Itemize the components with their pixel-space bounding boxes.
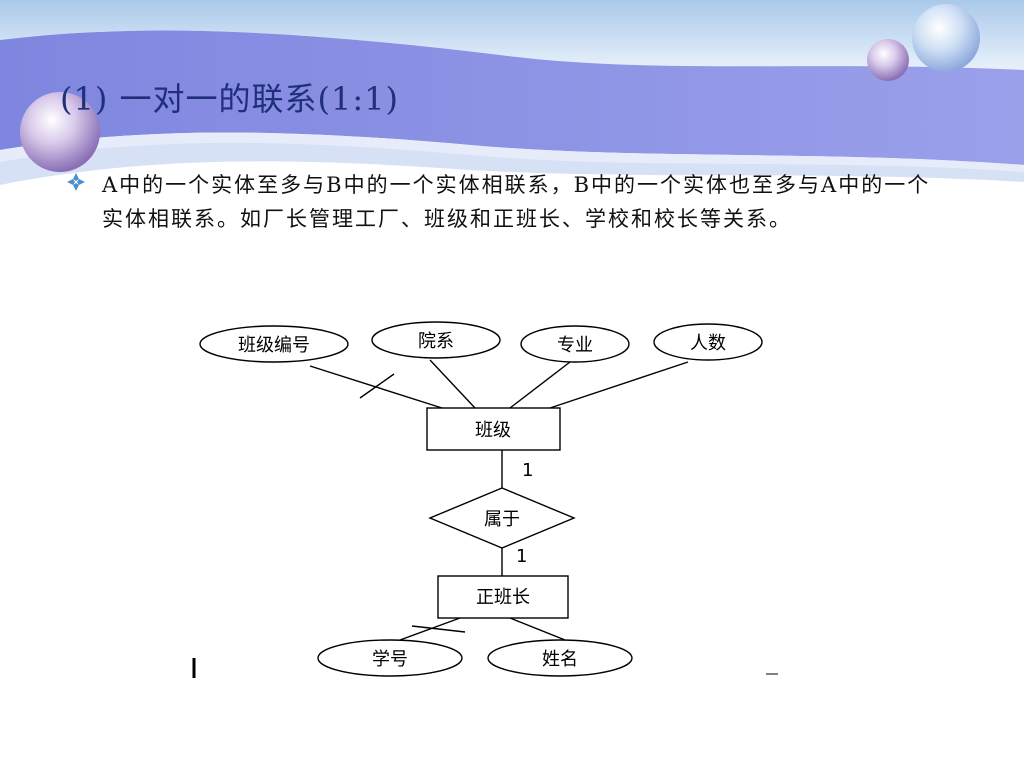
entity-label: 班级 (475, 420, 511, 441)
relationship-label: 属于 (484, 509, 520, 530)
slide-title: (1) 一对一的联系(1:1) (60, 80, 399, 118)
connector-line (509, 617, 566, 641)
cardinality-label: 1 (522, 460, 533, 481)
entity-banji: 班级 (426, 407, 561, 451)
connector-line (429, 359, 476, 409)
diamond-bullet-icon (67, 173, 85, 191)
bullet-text: A中的一个实体至多与B中的一个实体相联系，B中的一个实体也至多与A中的一个实体相… (102, 173, 931, 231)
header-banner (0, 0, 1024, 185)
cardinality-label: 1 (516, 546, 527, 567)
key-mark (359, 373, 395, 399)
attribute-label: 姓名 (542, 649, 578, 670)
attribute-xuehao: 学号 (317, 639, 463, 677)
attribute-label: 院系 (418, 331, 454, 352)
attribute-xingming: 姓名 (487, 639, 633, 677)
attribute-label: 班级编号 (238, 335, 310, 356)
attribute-label: 学号 (372, 649, 408, 670)
attribute-yuanxi: 院系 (371, 321, 501, 359)
orb-decoration (20, 92, 100, 172)
entity-zhengbanzhang: 正班长 (437, 575, 569, 619)
attribute-label: 专业 (557, 335, 593, 356)
connector-line (509, 361, 571, 409)
er-diagram: 班级编号 院系 专业 人数 班级 1 属于 1 正班长 学号 姓名 (192, 321, 778, 678)
orb-decoration (912, 4, 980, 72)
connector-line (549, 361, 689, 409)
orb-decoration (867, 39, 909, 81)
attribute-label: 人数 (690, 333, 726, 354)
attribute-zhuanye: 专业 (520, 325, 630, 363)
attribute-renshu: 人数 (653, 323, 763, 361)
relationship-shuyu: 属于 (428, 487, 576, 549)
entity-label: 正班长 (476, 587, 530, 608)
bullet-paragraph: A中的一个实体至多与B中的一个实体相联系，B中的一个实体也至多与A中的一个实体相… (66, 168, 946, 236)
key-mark (411, 625, 466, 633)
connector-line (399, 617, 461, 641)
attribute-banjibianhao: 班级编号 (199, 325, 349, 363)
